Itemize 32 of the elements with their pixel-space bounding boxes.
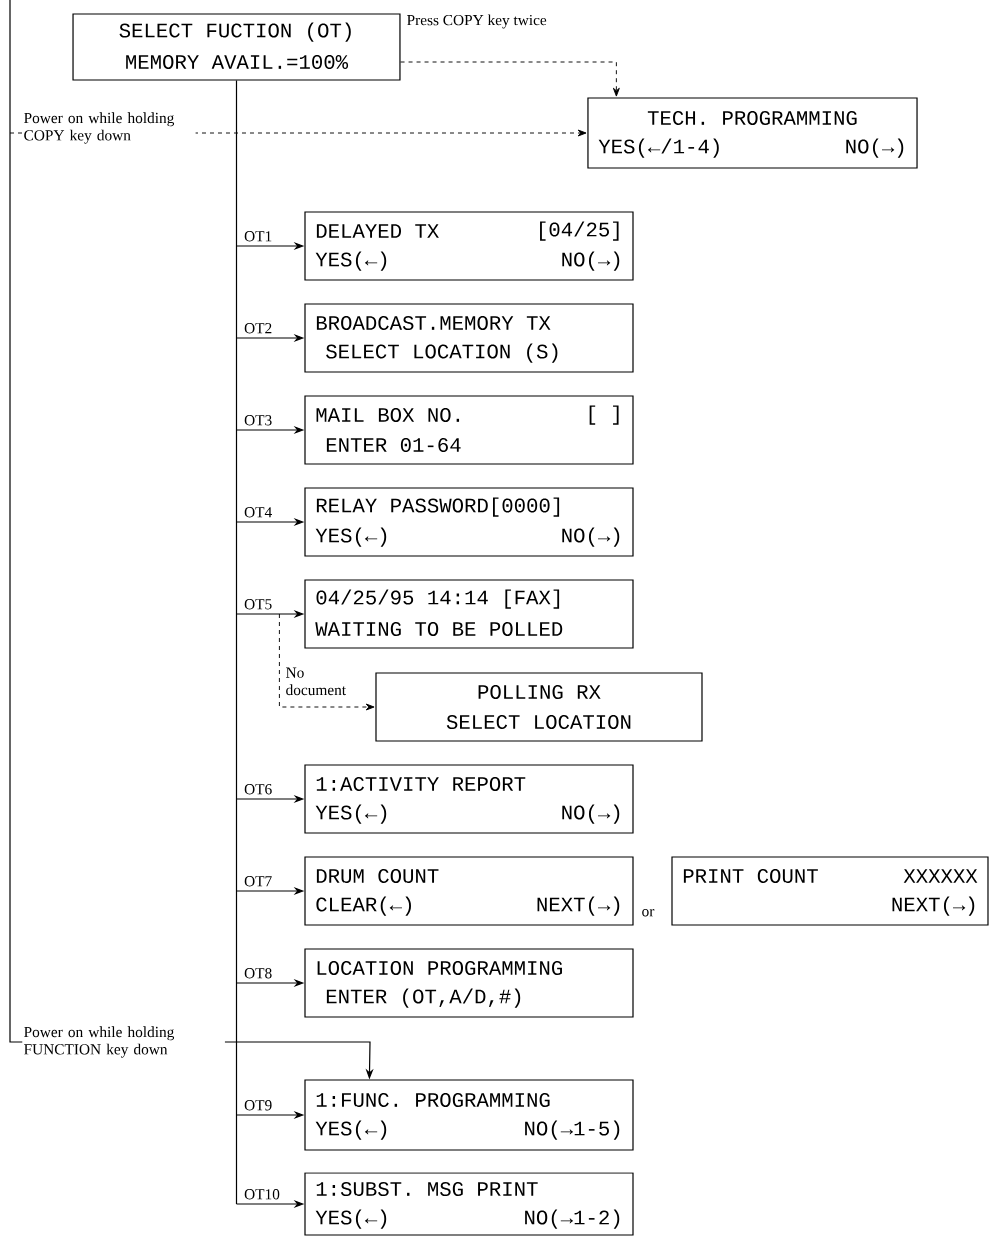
edge-label: OT9 (244, 1100, 272, 1111)
edge-label: OT3 (244, 415, 272, 426)
edge-label: Power on while holding COPY key down (24, 112, 175, 144)
display-box: DELAYED TX [04/25] YES(←) NO(→) (304, 211, 634, 281)
display-box: DRUM COUNT CLEAR(←) NEXT(→) (304, 856, 634, 926)
edge-label: OT5 (244, 599, 272, 610)
display-box: POLLING RX SELECT LOCATION (375, 672, 703, 742)
display-box: LOCATION PROGRAMMING ENTER (OT,A/D,#) (304, 948, 634, 1018)
edge-label: No document (286, 667, 346, 696)
trunk-line (235, 80, 238, 1205)
edge-label: OT10 (244, 1189, 280, 1200)
display-box: MAIL BOX NO. [ ] ENTER 01-64 (304, 395, 634, 465)
arrow (400, 61, 620, 97)
arrow (278, 613, 375, 711)
edge-label: Press COPY key twice (407, 14, 547, 29)
display-box: 04/25/95 14:14 [FAX] WAITING TO BE POLLED (304, 579, 634, 649)
display-box: PRINT COUNT XXXXXX NEXT(→) (671, 856, 989, 926)
edge-label: OT7 (244, 876, 272, 887)
edge-label: OT1 (244, 231, 272, 242)
edge-label: OT8 (244, 968, 272, 979)
display-box: SELECT FUCTION (OT) MEMORY AVAIL.=100% (72, 13, 401, 81)
display-box: 1:FUNC. PROGRAMMING YES(←) NO(→1-5) (304, 1079, 634, 1151)
edge-label: OT2 (244, 323, 272, 334)
note-text: or (642, 909, 655, 917)
edge-label: OT6 (244, 784, 272, 795)
display-box: 1:ACTIVITY REPORT YES(←) NO(→) (304, 764, 634, 834)
display-box: BROADCAST.MEMORY TX SELECT LOCATION (S) (304, 303, 634, 373)
edge-label: OT4 (244, 507, 272, 518)
display-box: 1:SUBST. MSG PRINT YES(←) NO(→1-2) (304, 1172, 634, 1236)
edge-label: Power on while holding FUNCTION key down (24, 1026, 175, 1058)
display-box: RELAY PASSWORD[0000] YES(←) NO(→) (304, 487, 634, 557)
display-box: TECH. PROGRAMMING YES(←/1-4) NO(→) (587, 97, 918, 169)
